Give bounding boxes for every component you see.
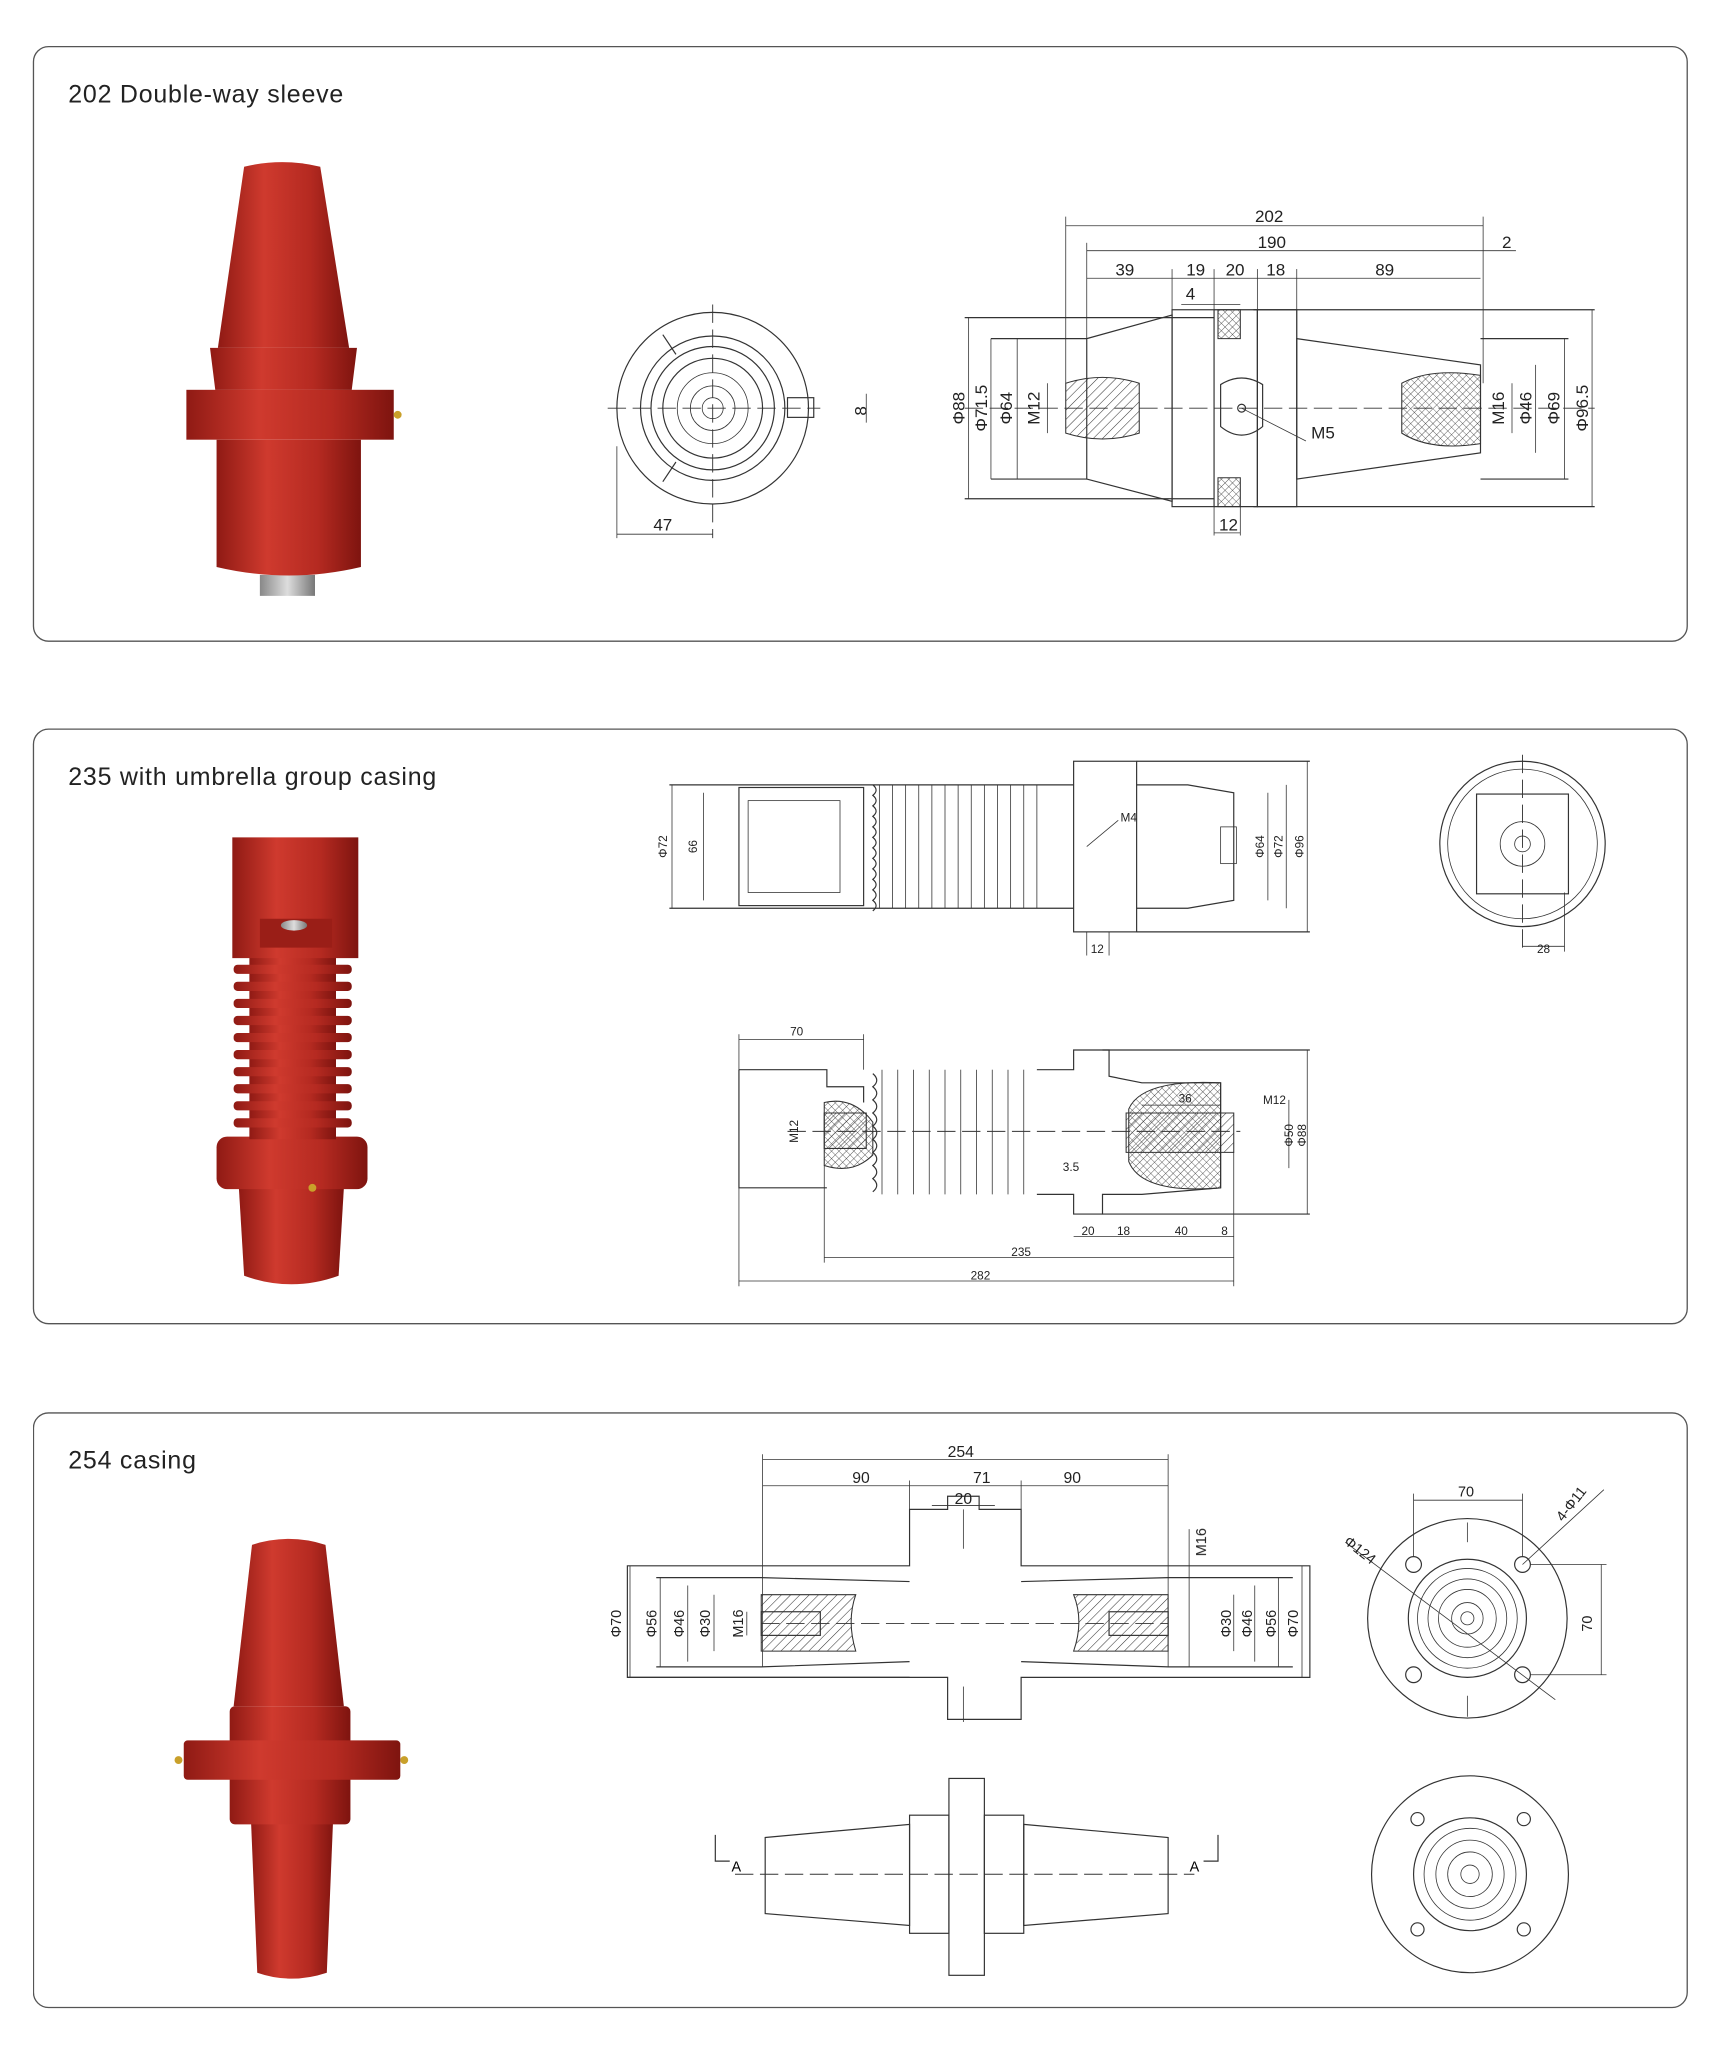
- section-marker-a-left: A: [732, 1860, 742, 1876]
- dim-phi46-left: Φ46: [672, 1610, 688, 1638]
- dim-282: 282: [971, 1269, 991, 1283]
- dim-90-left: 90: [852, 1470, 870, 1487]
- dim-m12-right: M12: [1263, 1093, 1286, 1107]
- dim-20: 20: [955, 1491, 973, 1508]
- dim-m16: M16: [1489, 392, 1508, 425]
- dim-70: 70: [790, 1025, 804, 1039]
- dim-12: 12: [1219, 515, 1238, 534]
- side-view-drawing: 202 190 2 39 19 20 18 89 4 Φ88 Φ71.5 Φ64…: [950, 207, 1595, 536]
- product-photo-254: [174, 1538, 409, 1979]
- dim-4-phi11-holes: 4-Φ11: [1553, 1484, 1590, 1525]
- dim-flange-70-vertical: 70: [1580, 1616, 1596, 1632]
- dim-3-5: 3.5: [1063, 1160, 1080, 1174]
- dim-4: 4: [1186, 284, 1195, 303]
- dim-47: 47: [653, 515, 672, 534]
- product-title: 202 Double-way sleeve: [68, 81, 345, 109]
- dim-flange-70-horizontal: 70: [1458, 1484, 1474, 1500]
- dim-phi46-right: Φ46: [1240, 1610, 1256, 1638]
- product-202-graphics: 8 47: [186, 162, 1595, 596]
- section-view-drawing: 70 M12 36 M12 Φ50 Φ88 3.5 20 18 40 8 235…: [738, 1025, 1310, 1287]
- dim-66: 66: [686, 840, 700, 854]
- dim-12: 12: [1091, 942, 1104, 956]
- product-title: 235 with umbrella group casing: [68, 763, 438, 792]
- dim-m16-top: M16: [1194, 1528, 1210, 1556]
- dim-235: 235: [1011, 1245, 1031, 1259]
- dim-20: 20: [1082, 1224, 1096, 1238]
- dim-phi64: Φ64: [1253, 835, 1267, 858]
- dim-254: 254: [948, 1444, 975, 1461]
- dim-39: 39: [1115, 261, 1134, 280]
- dim-20: 20: [1226, 261, 1245, 280]
- product-card-235: 235 with umbrella group casing: [32, 728, 1688, 1325]
- dim-89: 89: [1375, 261, 1394, 280]
- dim-36: 36: [1179, 1092, 1193, 1106]
- dim-202: 202: [1255, 207, 1283, 226]
- top-view-drawing: Φ72 66 M4 Φ64 Φ72 Φ96 12: [656, 760, 1310, 956]
- dim-40: 40: [1175, 1224, 1189, 1238]
- product-254-graphics: 254 90 71 90 20 M16 Φ70 Φ56 Φ46 Φ30 M16 …: [174, 1444, 1607, 1979]
- dim-18: 18: [1266, 261, 1285, 280]
- outline-view-drawing: A A: [714, 1775, 1570, 1976]
- dim-190: 190: [1258, 233, 1286, 252]
- dim-phi56-left: Φ56: [644, 1610, 660, 1638]
- dim-phi30-right: Φ30: [1219, 1610, 1235, 1638]
- dim-phi50: Φ50: [1282, 1124, 1296, 1147]
- dim-phi72-right: Φ72: [1271, 835, 1285, 858]
- dim-phi56-right: Φ56: [1264, 1610, 1280, 1638]
- dim-m5: M5: [1311, 423, 1335, 442]
- dim-phi46: Φ46: [1517, 392, 1536, 425]
- product-title: 254 casing: [68, 1447, 197, 1476]
- dim-m4: M4: [1121, 811, 1138, 825]
- dim-phi30-left: Φ30: [698, 1610, 714, 1638]
- dim-phi71-5: Φ71.5: [972, 385, 991, 432]
- dim-phi70-left: Φ70: [609, 1610, 625, 1638]
- front-view-drawing: 8 47: [607, 304, 870, 539]
- dim-phi70-right: Φ70: [1286, 1610, 1302, 1638]
- dim-8: 8: [851, 406, 870, 415]
- section-marker-a-right: A: [1190, 1860, 1200, 1876]
- product-photo-235: [216, 837, 368, 1285]
- dim-phi96: Φ96: [1292, 835, 1306, 858]
- dim-m12: M12: [1025, 392, 1044, 425]
- dim-phi64: Φ64: [997, 392, 1016, 425]
- flange-view-drawing: 70 4-Φ11 Φ124 70: [1341, 1484, 1607, 1719]
- dim-2: 2: [1502, 233, 1511, 252]
- section-view-drawing: 254 90 71 90 20 M16 Φ70 Φ56 Φ46 Φ30 M16 …: [609, 1444, 1311, 1722]
- dim-19: 19: [1186, 261, 1205, 280]
- product-card-202: 202 Double-way sleeve 8 47: [32, 45, 1688, 642]
- dim-phi72-left: Φ72: [656, 835, 670, 858]
- dim-18: 18: [1117, 1224, 1131, 1238]
- dim-m12-left: M12: [787, 1120, 801, 1143]
- dim-71: 71: [973, 1470, 991, 1487]
- dim-phi88: Φ88: [950, 392, 969, 425]
- dim-phi88: Φ88: [1295, 1124, 1309, 1147]
- dim-8: 8: [1221, 1224, 1228, 1238]
- product-photo-202: [186, 162, 402, 596]
- dim-m16-left: M16: [731, 1610, 747, 1638]
- dim-phi96-5: Φ96.5: [1573, 385, 1592, 432]
- dim-90-right: 90: [1064, 1470, 1082, 1487]
- dim-28: 28: [1537, 942, 1551, 956]
- product-card-254: 254 casing: [32, 1412, 1688, 2009]
- product-235-graphics: Φ72 66 M4 Φ64 Φ72 Φ96 12 28: [216, 754, 1606, 1287]
- dim-phi69: Φ69: [1544, 392, 1563, 425]
- end-view-drawing: 28: [1439, 754, 1606, 956]
